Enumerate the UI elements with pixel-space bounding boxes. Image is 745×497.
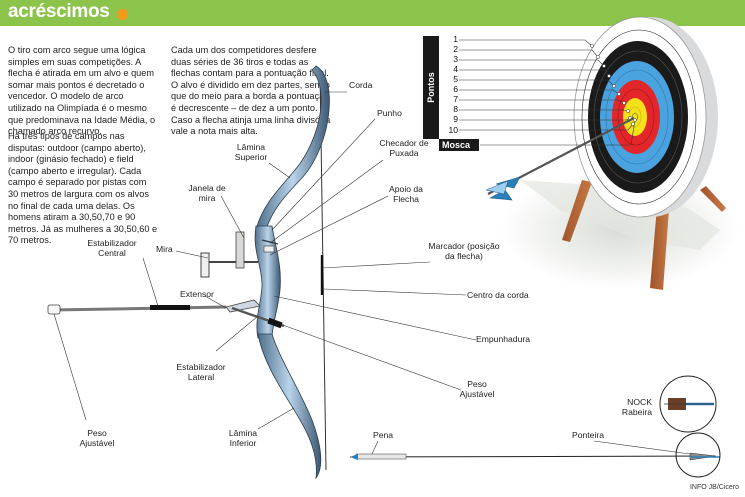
mosca-label: Mosca	[439, 139, 479, 151]
ring-leader-lines	[459, 39, 636, 146]
ring-label-10: 10	[448, 125, 458, 135]
target-leg-front-right	[650, 195, 670, 290]
label-peso-ajustavel-right: Peso Ajustável	[459, 379, 495, 399]
ring-label-2: 2	[453, 44, 458, 54]
ring-label-3: 3	[453, 54, 458, 64]
v-bar	[225, 299, 261, 313]
label-empunhadura: Empunhadura	[476, 334, 530, 344]
label-checador: Checador de Puxada	[379, 138, 429, 158]
detail-arrow-pena	[355, 453, 407, 460]
label-apoio: Apoio da Flecha	[389, 184, 423, 204]
ring-label-9: 9	[453, 114, 458, 124]
label-marcador: Marcador (posição da flecha)	[428, 241, 500, 261]
target-leg-back	[700, 186, 726, 212]
label-ponteira: Ponteira	[572, 430, 605, 440]
stabilizer-extensor	[150, 305, 190, 310]
central-stabilizer-rod	[51, 305, 227, 312]
label-rabeira: Rabeira	[621, 407, 652, 417]
detail-arrow-nock	[350, 454, 358, 460]
label-nock: NOCK	[627, 397, 652, 407]
intro-paragraph: O tiro com arco segue uma lógica simples…	[8, 45, 156, 137]
series-paragraph: Cada um dos competidores desfere duas sé…	[171, 45, 331, 137]
label-punho: Punho	[377, 108, 402, 118]
label-centro-corda: Centro da corda	[467, 290, 529, 300]
ring-label-1: 1	[453, 34, 458, 44]
credit-line: INFO JB/Cicero	[689, 484, 739, 491]
lower-limb	[257, 333, 322, 480]
title-accent-dot	[117, 9, 128, 20]
clicker	[261, 239, 279, 245]
sight-window	[235, 231, 245, 269]
pena-leader	[371, 440, 379, 455]
label-extensor: Extensor	[180, 289, 214, 299]
label-pena: Pena	[373, 430, 394, 440]
side-stabilizer-weight	[267, 317, 283, 329]
arrow-rest	[263, 245, 275, 253]
ring-label-6: 6	[453, 84, 458, 94]
target-leg-front-left	[562, 180, 592, 242]
pontos-box	[423, 36, 439, 139]
label-janela: Janela de mira	[188, 183, 226, 203]
detail-arrow-shaft	[349, 455, 715, 458]
ring-label-7: 7	[453, 94, 458, 104]
target-arrow-fletch-mid	[485, 180, 509, 195]
ring-label-4: 4	[453, 64, 458, 74]
label-corda: Corda	[349, 80, 373, 90]
label-lamina-inferior: Lâmina Inferior	[228, 428, 258, 448]
label-estabilizador-lateral: Estabilizador Lateral	[176, 362, 226, 382]
point-zoom-circle	[675, 432, 721, 478]
ponteira-leader	[593, 440, 691, 455]
label-estabilizador-central: Estabilizador Central	[87, 238, 137, 258]
label-mira: Mira	[156, 244, 173, 254]
stabilizer-weight-left	[47, 304, 61, 315]
sight-block	[200, 252, 210, 278]
fields-paragraph: Há três tipos de campos nas disputas: ou…	[8, 131, 158, 246]
ring-label-5: 5	[453, 74, 458, 84]
section-title: acréscimos	[8, 1, 110, 22]
ring-label-8: 8	[453, 104, 458, 114]
ring-leader-dots	[590, 44, 637, 126]
label-peso-ajustavel-left: Peso Ajustável	[79, 428, 115, 448]
pontos-label: Pontos	[426, 72, 436, 103]
label-lamina-superior: Lâmina Superior	[234, 142, 268, 162]
bow-leader-lines	[53, 91, 477, 430]
target-arrow-fletch-bottom	[488, 189, 513, 201]
